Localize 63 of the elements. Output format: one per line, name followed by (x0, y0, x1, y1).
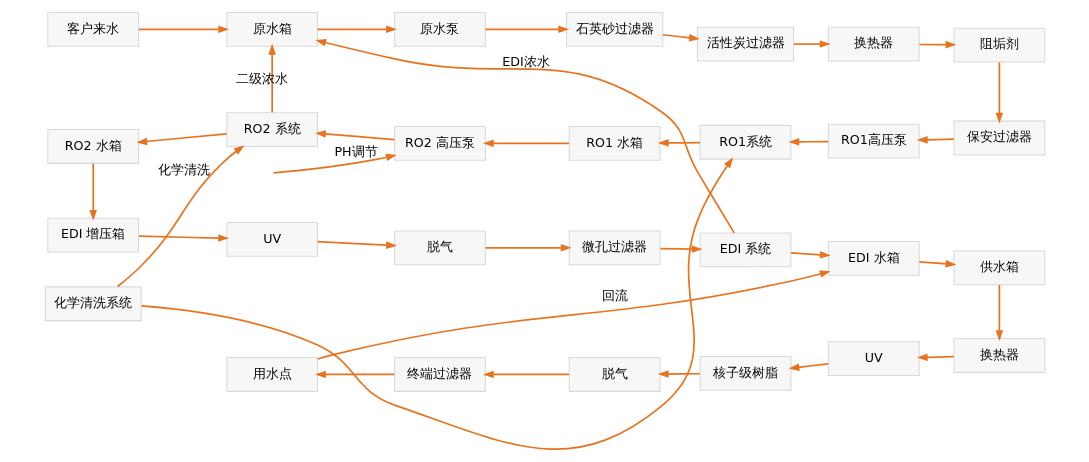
arrow (137, 25, 229, 34)
arrow (314, 130, 395, 141)
arrow (788, 138, 829, 146)
node-box: UV (225, 221, 318, 257)
node-box: RO2 高压泵 (393, 125, 486, 161)
edge-label: 化学清洗 (157, 161, 210, 177)
node-box: 换热器 (827, 26, 920, 62)
node-box: RO1高压泵 (827, 123, 920, 159)
node-box: 阻垢剂 (953, 27, 1045, 63)
node-box: 化学清洗系统 (44, 286, 142, 322)
node-box: 原水泵 (393, 11, 486, 47)
arrow (137, 234, 229, 242)
arrow (314, 38, 735, 234)
arrow (316, 240, 397, 249)
node-box: 微孔过滤器 (568, 230, 661, 266)
node-box: 原水箱 (225, 11, 318, 47)
node-box: 换热器 (953, 338, 1045, 373)
edge-label: 回流 (601, 288, 628, 304)
arrow (916, 353, 955, 362)
arrow (788, 363, 829, 371)
arrow (135, 133, 227, 146)
node-box: 活性炭过滤器 (696, 26, 794, 62)
arrow (316, 25, 397, 34)
node-box: EDI 增压箱 (46, 217, 139, 253)
arrow (918, 40, 956, 49)
arrow (88, 162, 97, 221)
edge-label: PH调节 (333, 143, 378, 159)
arrow (792, 40, 831, 48)
node-box: 供水箱 (953, 250, 1045, 286)
node-box: EDI 水箱 (827, 240, 920, 276)
arrow (659, 245, 702, 253)
arrow (484, 244, 572, 252)
node-box: 用水点 (225, 357, 318, 392)
arrow (314, 370, 395, 379)
arrow (661, 33, 700, 42)
node-box: 客户来水 (46, 11, 139, 47)
arrow (657, 139, 701, 147)
arrow (272, 153, 397, 174)
node-box: 脱气 (393, 230, 486, 266)
node-box: RO2 水箱 (46, 129, 139, 164)
node-box: 保安过滤器 (953, 120, 1045, 156)
arrow (657, 370, 701, 378)
arrow (995, 284, 1003, 341)
arrow (482, 370, 570, 379)
node-box: 终端过滤器 (393, 357, 486, 392)
arrow (116, 145, 245, 288)
arrow (316, 270, 831, 360)
node-box: 核子级树脂 (699, 356, 791, 391)
arrow (916, 136, 955, 144)
node-box: 石英砂过滤器 (565, 11, 663, 47)
node-box: UV (827, 341, 920, 377)
arrow (482, 139, 570, 148)
arrow (918, 260, 956, 268)
edge-label: EDI浓水 (501, 53, 550, 69)
arrow (995, 61, 1003, 124)
node-box: RO1 水箱 (568, 125, 661, 161)
node-box: RO2 系统 (225, 112, 318, 147)
arrow (140, 157, 733, 451)
node-box: 脱气 (568, 357, 661, 392)
node-box: RO1系统 (699, 124, 791, 160)
arrow (789, 251, 831, 259)
node-box: EDI 系统 (699, 232, 791, 268)
arrow (484, 25, 569, 34)
